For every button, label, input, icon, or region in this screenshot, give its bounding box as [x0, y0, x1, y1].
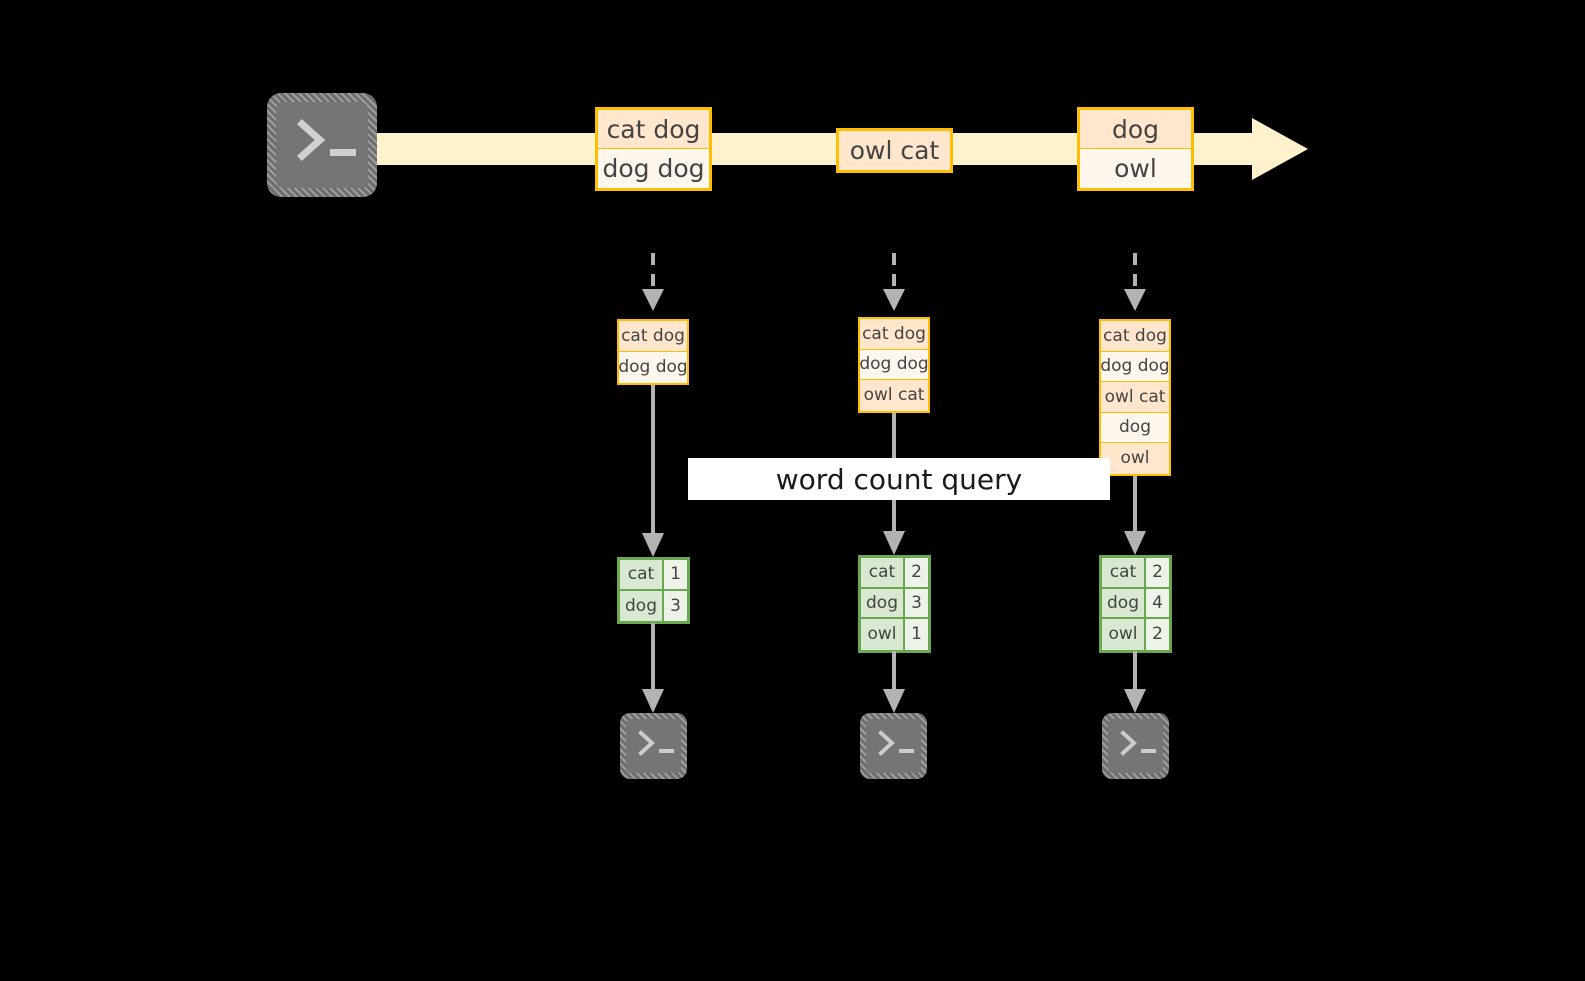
- column-2-dashed-arrow-icon: [883, 253, 905, 311]
- stream-record-3: dog owl: [1077, 107, 1194, 191]
- result-row: owl 1: [861, 619, 928, 650]
- column-2-sink-arrow-icon: [883, 651, 905, 713]
- column-3-dashed-arrow-icon: [1124, 253, 1146, 311]
- terminal-prompt-glyph: [297, 119, 356, 161]
- column-1-dashed-arrow-icon: [642, 253, 664, 311]
- terminal-screen: [1108, 719, 1163, 773]
- column-2-accumulated-table: cat dog dog dog owl cat: [858, 317, 930, 413]
- result-word: cat: [861, 558, 905, 587]
- column-3-result-table: cat 2 dog 4 owl 2: [1099, 555, 1172, 653]
- accumulated-row: dog: [1101, 412, 1169, 443]
- query-label-text: word count query: [775, 462, 1023, 496]
- accumulated-row: cat dog: [1101, 321, 1169, 352]
- terminal-prompt-glyph: [1120, 730, 1156, 756]
- result-row: dog 3: [620, 590, 687, 621]
- result-count: 4: [1146, 588, 1169, 617]
- accumulated-row: dog dog: [1100, 351, 1170, 382]
- accumulated-row: cat dog: [860, 319, 928, 350]
- column-1-sink-terminal-icon: [620, 713, 687, 779]
- terminal-prompt-glyph: [638, 730, 674, 756]
- result-row: dog 3: [861, 588, 928, 619]
- accumulated-row: owl: [1101, 443, 1169, 474]
- result-word: dog: [1102, 588, 1146, 617]
- stream-record-1: cat dog dog dog: [595, 107, 712, 191]
- column-3-accumulated-table: cat dog dog dog owl cat dog owl: [1099, 319, 1171, 476]
- result-row: owl 2: [1102, 619, 1169, 650]
- terminal-prompt-glyph: [878, 730, 914, 756]
- column-3-sink-terminal-icon: [1102, 713, 1169, 779]
- result-count: 2: [1146, 619, 1169, 650]
- result-count: 1: [905, 619, 928, 650]
- accumulated-row: cat dog: [619, 321, 687, 352]
- terminal-screen: [276, 102, 368, 188]
- result-row: cat 2: [861, 558, 928, 589]
- stream-record-line: dog: [1080, 110, 1191, 149]
- result-row: dog 4: [1102, 588, 1169, 619]
- result-row: cat 1: [620, 560, 687, 591]
- accumulated-row: dog dog: [859, 349, 929, 380]
- column-3-query-arrow-icon: [1124, 476, 1146, 555]
- column-1-query-arrow-icon: [642, 385, 664, 557]
- result-word: dog: [620, 590, 664, 621]
- terminal-screen: [866, 719, 921, 773]
- result-word: dog: [861, 588, 905, 617]
- accumulated-row: owl cat: [1101, 382, 1169, 413]
- accumulated-row: dog dog: [618, 351, 688, 382]
- stream-record-line: owl: [1080, 149, 1191, 188]
- result-word: cat: [620, 560, 664, 589]
- stream-record-2: owl cat: [836, 128, 953, 173]
- column-1-result-table: cat 1 dog 3: [617, 557, 690, 624]
- result-word: owl: [1102, 619, 1146, 650]
- column-2-result-table: cat 2 dog 3 owl 1: [858, 555, 931, 653]
- result-count: 2: [1146, 558, 1169, 587]
- result-count: 1: [664, 560, 687, 589]
- terminal-screen: [626, 719, 681, 773]
- source-terminal-icon: [267, 93, 377, 197]
- result-row: cat 2: [1102, 558, 1169, 589]
- stream-record-line: owl cat: [839, 131, 950, 170]
- query-label-band: word count query: [688, 458, 1110, 500]
- stream-record-line: dog dog: [598, 149, 709, 188]
- column-2-sink-terminal-icon: [860, 713, 927, 779]
- column-3-sink-arrow-icon: [1124, 651, 1146, 713]
- result-word: owl: [861, 619, 905, 650]
- result-count: 3: [905, 588, 928, 617]
- result-count: 3: [664, 590, 687, 621]
- result-count: 2: [905, 558, 928, 587]
- column-1-accumulated-table: cat dog dog dog: [617, 319, 689, 385]
- column-1-sink-arrow-icon: [642, 623, 664, 713]
- stream-record-line: cat dog: [598, 110, 709, 149]
- result-word: cat: [1102, 558, 1146, 587]
- accumulated-row: owl cat: [860, 380, 928, 411]
